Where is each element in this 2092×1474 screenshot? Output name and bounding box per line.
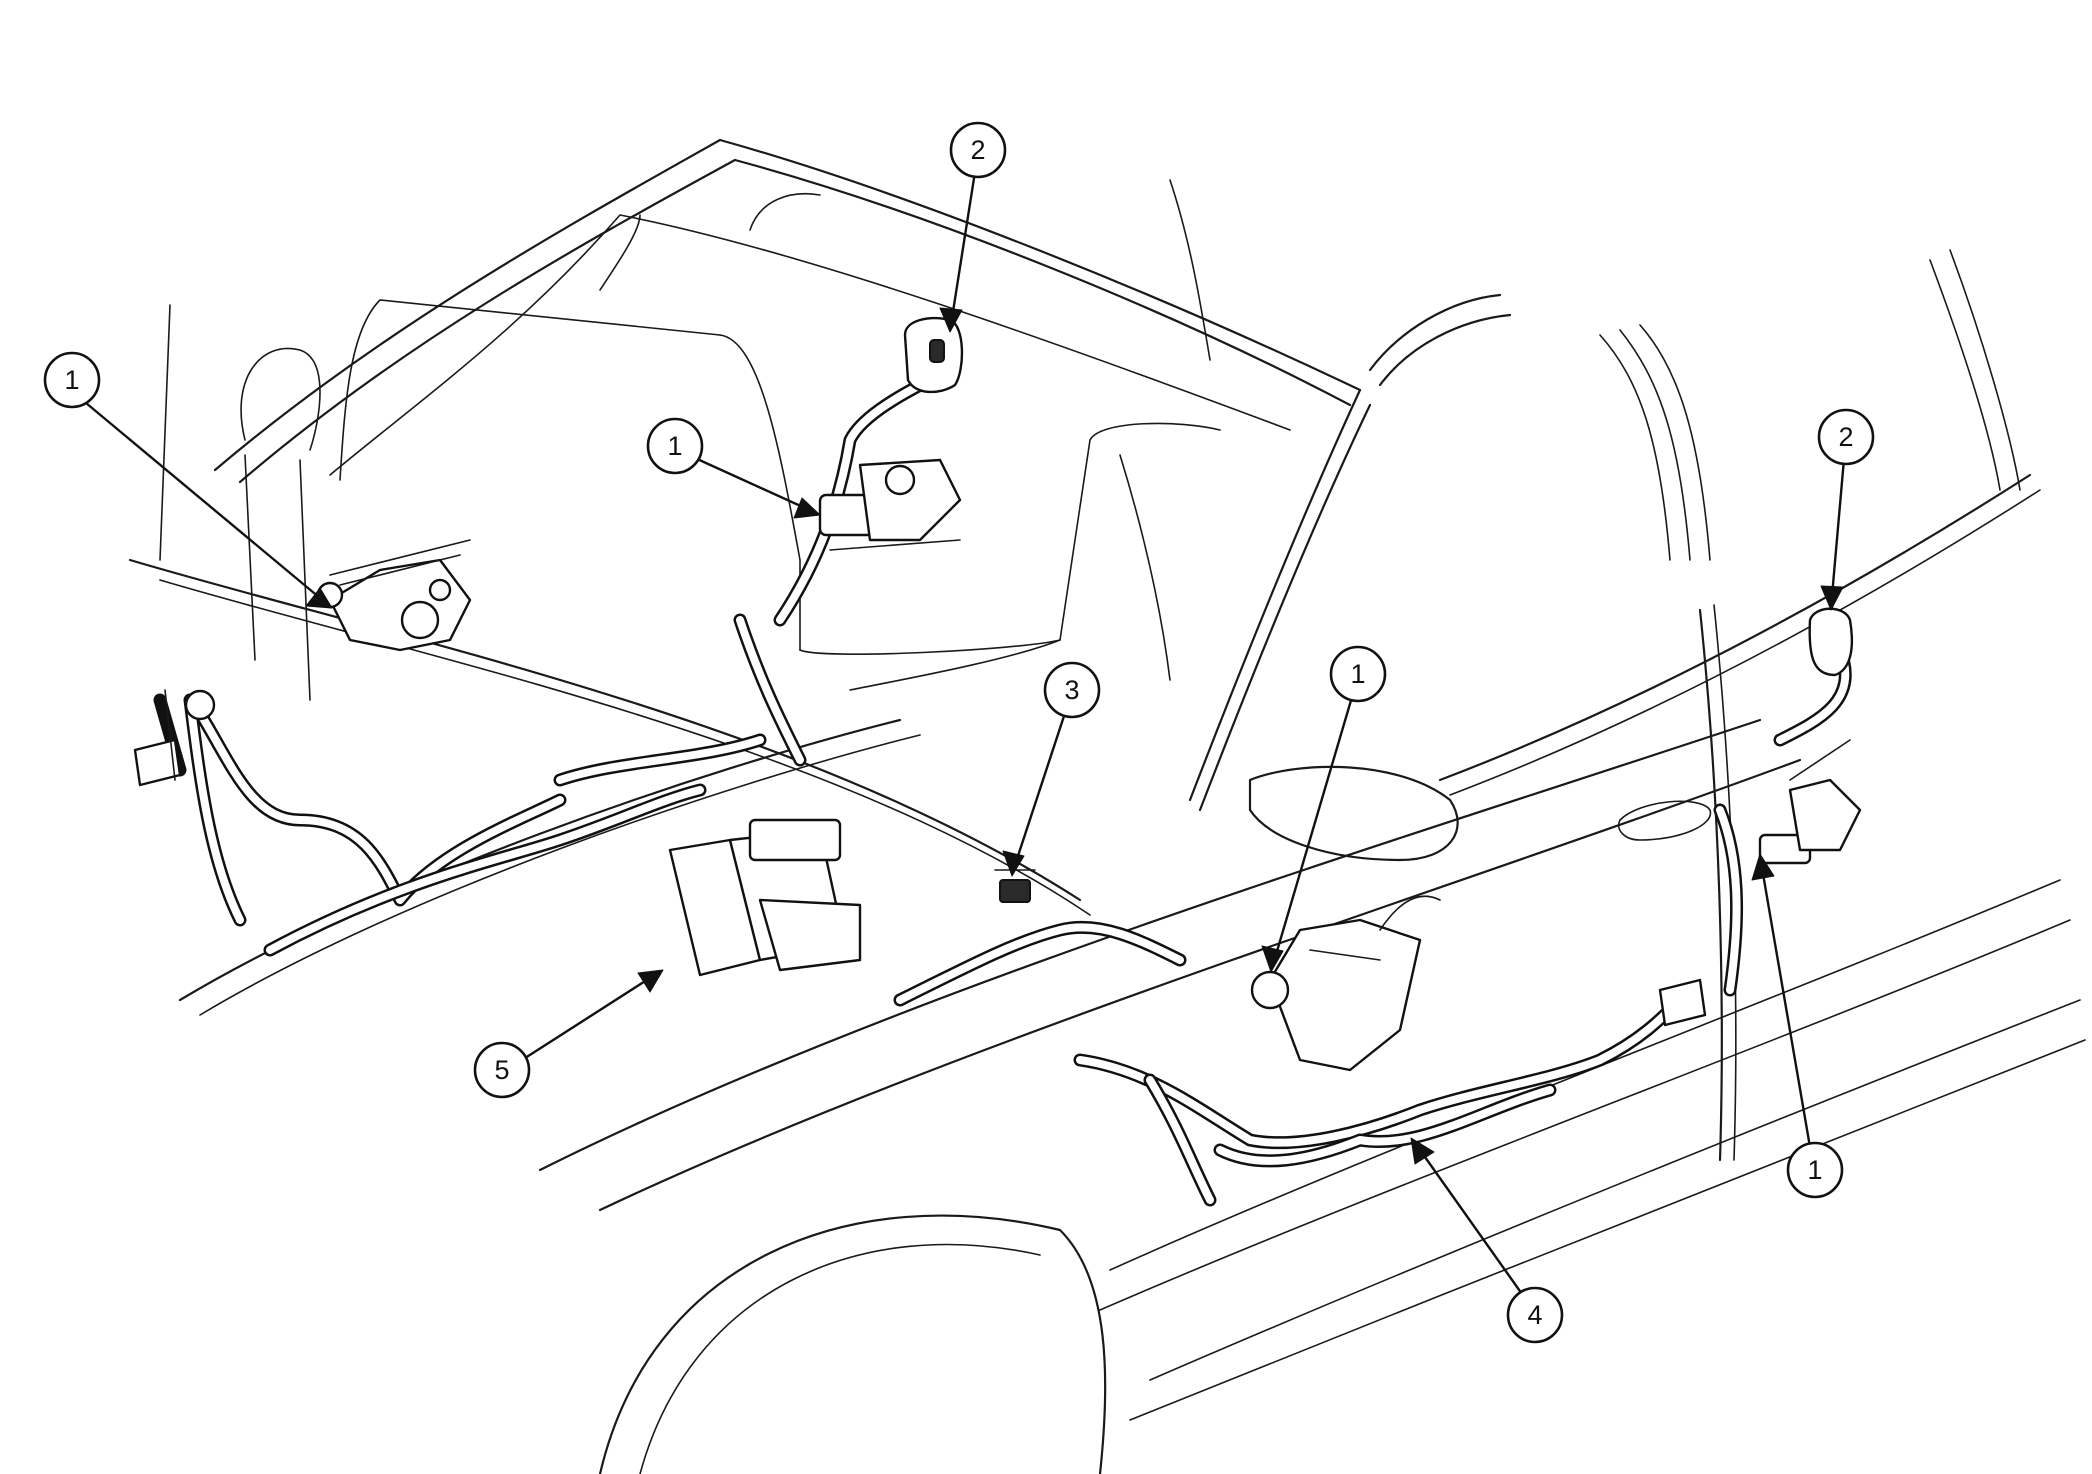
callout-c4-floor-harness: 4 — [1506, 1286, 1564, 1344]
wiring-harness — [153, 373, 1852, 1207]
callout-label: 2 — [1838, 422, 1853, 452]
window-motor-right-front — [1250, 895, 1441, 1072]
vehicle-body — [128, 138, 2086, 1474]
callout-c1-left-front-door: 1 — [43, 351, 101, 409]
window-motor-left-rear — [818, 458, 962, 551]
callout-label: 4 — [1527, 1300, 1542, 1330]
callout-label: 1 — [1350, 659, 1365, 689]
connector-left — [133, 689, 216, 787]
callout-label: 3 — [1064, 675, 1079, 705]
callout-c2-rear-right-switch: 2 — [1817, 408, 1875, 466]
connector-right-floor — [1658, 978, 1707, 1027]
callout-c1-rear-right-door: 1 — [1786, 1141, 1844, 1199]
callout-label: 5 — [494, 1055, 509, 1085]
connector-center — [994, 869, 1036, 903]
window-switch-left-rear — [903, 316, 964, 394]
window-switch-right-rear — [1808, 607, 1854, 677]
leader-lines — [79, 171, 1846, 1295]
callout-c1-rear-left-window: 1 — [646, 417, 704, 475]
control-module — [668, 818, 862, 977]
callout-label: 1 — [64, 365, 79, 395]
window-motor-right-rear — [1758, 739, 1862, 865]
callout-c1-front-right-door: 1 — [1329, 645, 1387, 703]
callout-c5-control-module: 5 — [473, 1041, 531, 1099]
callout-c3-center-connector: 3 — [1043, 661, 1101, 719]
callout-label: 2 — [970, 135, 985, 165]
callout-label: 1 — [1807, 1155, 1822, 1185]
components — [133, 316, 1862, 1072]
callout-label: 1 — [667, 431, 682, 461]
callout-c2-rear-left-switch: 2 — [949, 121, 1007, 179]
window-motor-left-front — [316, 539, 472, 652]
